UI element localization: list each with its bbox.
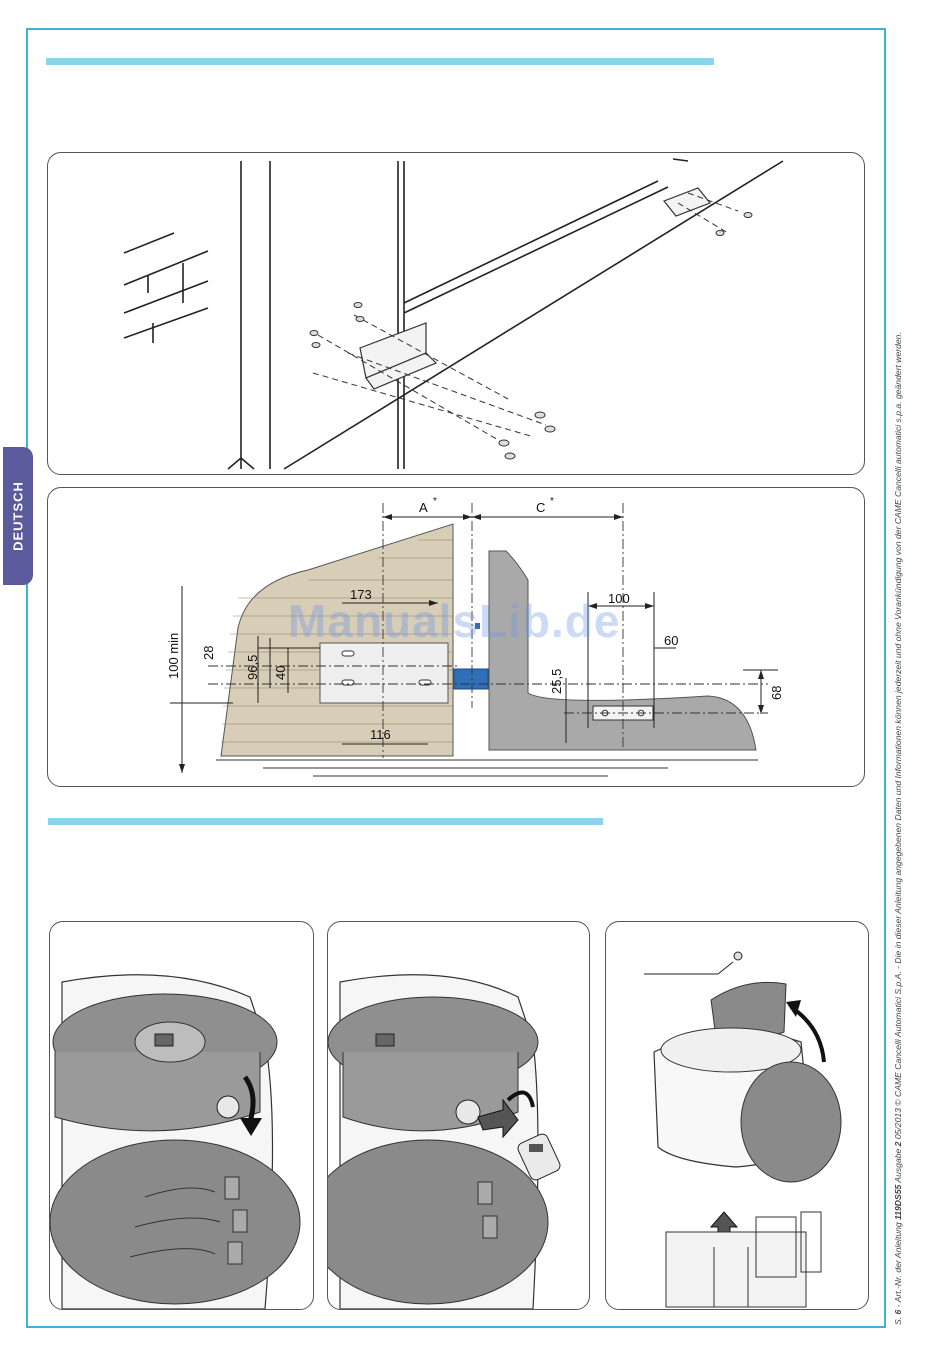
dim-68: 68 [769,686,784,700]
gate-leaf-block [453,668,489,690]
unlock-step-1-figure [49,921,314,1310]
section-rule-middle [48,818,603,825]
cover-removal-illustration [644,951,842,1308]
cover-removal-figure [605,921,869,1310]
language-tab-label: DEUTSCH [10,481,26,551]
dimensions-diagram: A * C * 173 100 60 116 100 min 28 96,5 4… [166,496,784,777]
dim-c-asterisk: * [550,496,554,507]
side-note-text-b: Ausgabe [893,1146,903,1185]
page-frame [26,28,886,1328]
dim-173: 173 [350,587,372,602]
side-note-text-c: 05/2013 © CAME Cancelli Automatici S.p.A… [893,332,903,1142]
dim-96-5: 96,5 [245,655,260,680]
gate-post-section [488,550,757,751]
side-note-page-prefix: S. [893,1314,903,1325]
dim-a-asterisk: * [433,496,437,507]
section-rule-top [46,58,714,65]
dim-60: 60 [664,633,678,648]
watermark: ManualsLib.de [288,595,621,647]
key-insertion-illustration [328,974,561,1309]
side-note: S. 6 - Art.-Nr. der Anleitung 119DS55 Au… [893,332,903,1325]
unlock-step-2-figure [327,921,590,1310]
bracket-illustration [123,158,784,470]
side-note-edition: 2 [893,1141,903,1147]
dim-25-5: 25,5 [549,669,564,694]
bracket-installation-figure [47,152,865,475]
dim-116: 116 [370,727,391,742]
mounting-plate [319,642,449,704]
dim-100: 100 [608,591,630,606]
language-tab: DEUTSCH [3,447,33,585]
dim-28: 28 [201,646,216,660]
dim-100-min: 100 min [166,633,181,679]
side-note-manual-code: 119DS55 [893,1184,903,1220]
side-note-page-number: 6 [893,1309,903,1315]
dimensions-figure: A * C * 173 100 60 116 100 min 28 96,5 4… [47,487,865,787]
cover-lock-illustration [50,974,301,1309]
dim-40: 40 [273,666,288,680]
dim-a-label: A [419,500,428,515]
side-note-text-a: - Art.-Nr. der Anleitung [893,1219,903,1310]
dim-c-label: C [536,500,545,515]
